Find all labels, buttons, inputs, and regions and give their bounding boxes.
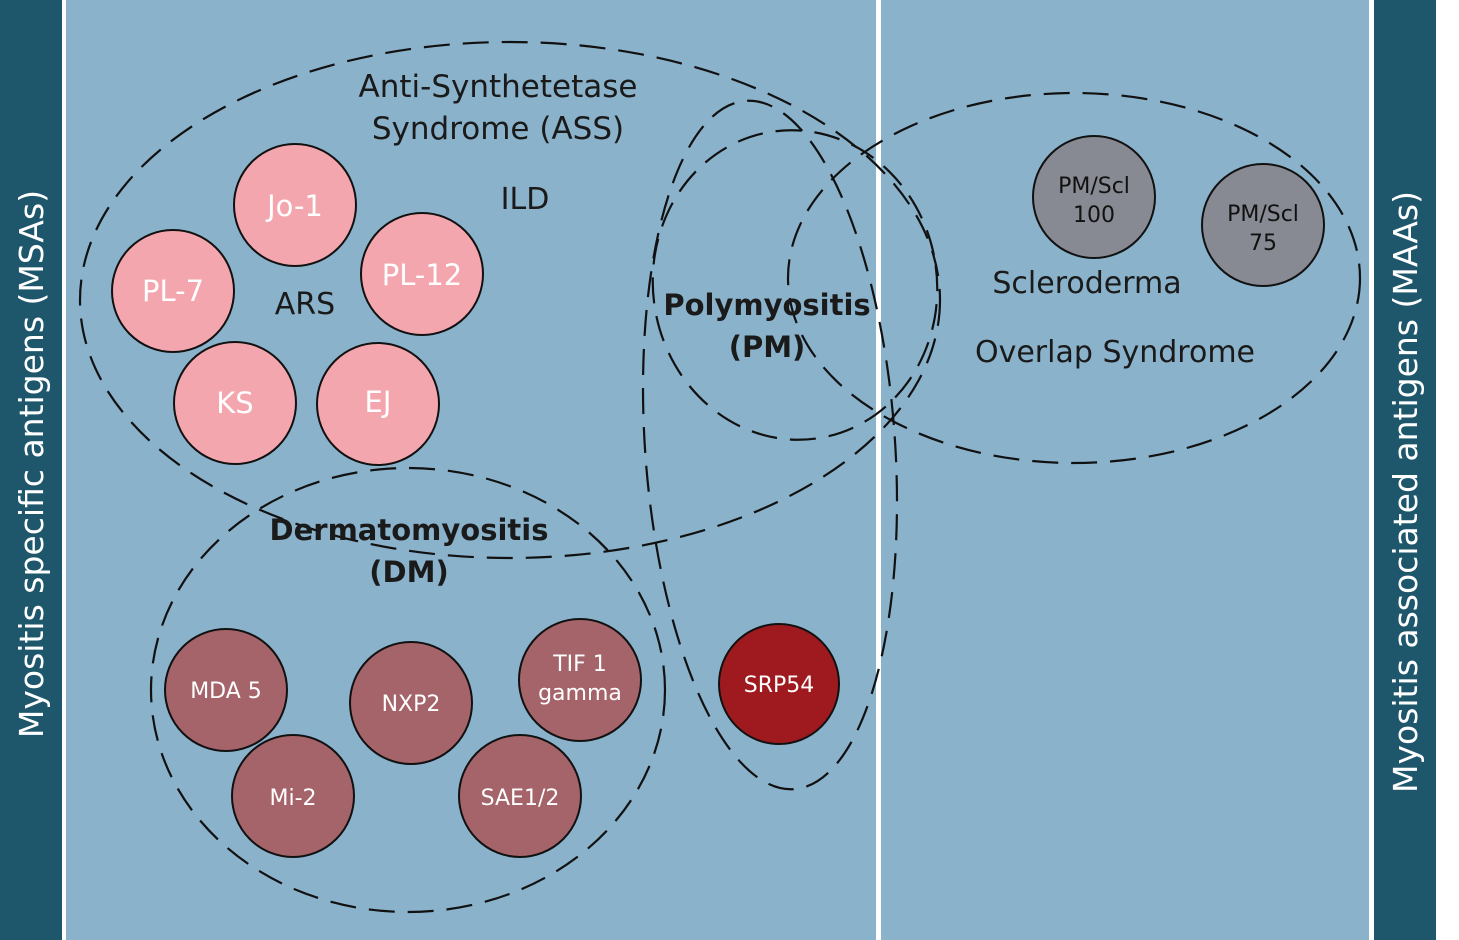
right-side-label: Myositis associated antigens (MAAs) — [1386, 191, 1425, 793]
overlap-syndrome-label: Overlap Syndrome — [975, 335, 1255, 370]
antigen-pmscl100: PM/Scl 100 — [1032, 135, 1156, 259]
pm-inner-outline — [651, 129, 939, 441]
antigen-mda5-label: MDA 5 — [190, 679, 262, 704]
antigen-ks-label: KS — [216, 386, 253, 420]
antigen-jo1-label: Jo-1 — [265, 189, 323, 223]
antigen-pmscl100-label-line2: 100 — [1073, 203, 1115, 228]
antigen-pmscl75-label-line1: PM/Scl — [1227, 202, 1299, 227]
pm-title-line1: Polymyositis — [663, 288, 870, 322]
overlap-group-outline — [786, 91, 1362, 465]
dm-group-outline — [149, 466, 667, 914]
antigen-pl12-label: PL-12 — [382, 258, 463, 292]
antigen-pmscl75: PM/Scl 75 — [1201, 163, 1325, 287]
antigen-mda5: MDA 5 — [164, 628, 288, 752]
antigen-sae12: SAE1/2 — [458, 734, 582, 858]
antigen-pmscl100-label-line1: PM/Scl — [1058, 174, 1130, 199]
right-panel — [881, 0, 1369, 940]
antigen-ej-label: EJ — [365, 385, 392, 419]
antigen-mi2: Mi-2 — [231, 734, 355, 858]
antigen-tif1-label-line2: gamma — [538, 681, 622, 706]
ild-label: ILD — [501, 182, 550, 217]
antigen-jo1: Jo-1 — [233, 143, 357, 267]
dm-title-line1: Dermatomyositis — [270, 513, 549, 547]
ass-title-line2: Syndrome (ASS) — [372, 111, 624, 147]
antigen-ej: EJ — [316, 342, 440, 466]
antigen-nxp2-label: NXP2 — [382, 692, 441, 717]
pm-title-line2: (PM) — [729, 330, 806, 364]
antigen-ks: KS — [173, 341, 297, 465]
dm-title-line2: (DM) — [369, 555, 448, 589]
antigen-sae12-label: SAE1/2 — [481, 786, 560, 811]
antigen-pl7: PL-7 — [111, 229, 235, 353]
left-side-label: Myositis specific antigens (MSAs) — [12, 190, 51, 738]
left-side-bar — [0, 0, 62, 940]
antigen-srp54-label: SRP54 — [744, 673, 815, 698]
antigen-nxp2: NXP2 — [349, 641, 473, 765]
ars-label: ARS — [275, 287, 335, 322]
antigen-tif1-label-line1: TIF 1 — [552, 652, 607, 677]
ass-group-outline — [78, 40, 942, 560]
ass-title-line1: Anti-Synthetetase — [359, 69, 638, 105]
antigen-pmscl75-label-line2: 75 — [1249, 231, 1277, 256]
antigen-tif1-gamma: TIF 1 gamma — [518, 618, 642, 742]
right-side-bar — [1374, 0, 1436, 940]
antigen-pl12: PL-12 — [360, 212, 484, 336]
antigen-mi2-label: Mi-2 — [269, 786, 316, 811]
scleroderma-label: Scleroderma — [992, 266, 1181, 301]
antigen-srp54: SRP54 — [718, 623, 840, 745]
antigen-pl7-label: PL-7 — [142, 274, 204, 308]
